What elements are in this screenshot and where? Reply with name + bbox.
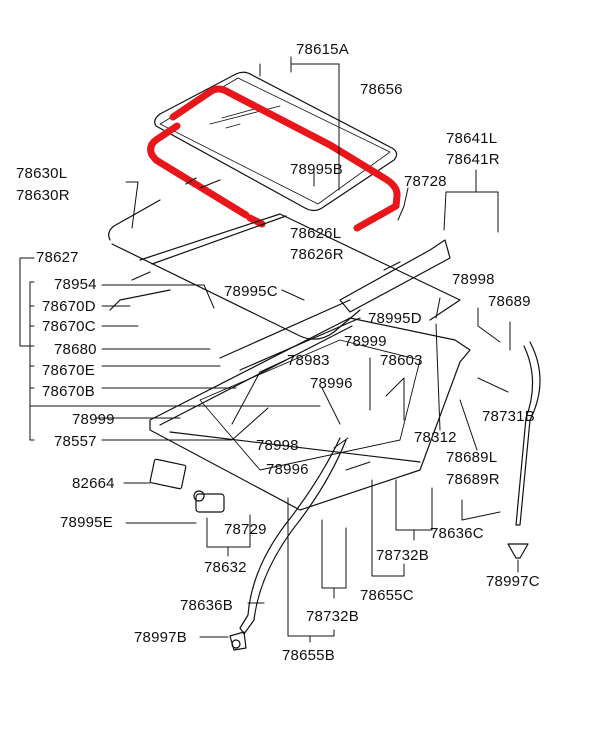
- label-78636B: 78636B: [180, 597, 233, 614]
- label-78999-top: 78999: [344, 333, 387, 350]
- label-78995E: 78995E: [60, 514, 113, 531]
- label-78996-mid: 78996: [266, 461, 309, 478]
- sunroof-motor: [149, 458, 225, 513]
- label-78670E: 78670E: [42, 362, 95, 379]
- label-78670C: 78670C: [42, 318, 96, 335]
- leader-lines: [19, 56, 519, 643]
- label-78632: 78632: [204, 559, 247, 576]
- label-78312: 78312: [414, 429, 457, 446]
- label-78615A: 78615A: [296, 41, 349, 58]
- drain-hose-rear: [515, 341, 541, 526]
- label-78626L: 78626L: [290, 225, 342, 242]
- label-78983: 78983: [287, 352, 330, 369]
- label-78627: 78627: [36, 249, 79, 266]
- label-78655C: 78655C: [360, 587, 414, 604]
- label-78954: 78954: [54, 276, 97, 293]
- grommet-front: [229, 631, 247, 651]
- label-78731B: 78731B: [482, 408, 535, 425]
- label-78670D: 78670D: [42, 298, 96, 315]
- label-78689R: 78689R: [446, 471, 500, 488]
- label-78997C: 78997C: [486, 573, 540, 590]
- label-78732B-right: 78732B: [376, 547, 429, 564]
- label-78680: 78680: [54, 341, 97, 358]
- label-78998-mid: 78998: [256, 437, 299, 454]
- label-78998-top: 78998: [452, 271, 495, 288]
- label-78626R: 78626R: [290, 246, 344, 263]
- label-78655B: 78655B: [282, 647, 335, 664]
- weatherstrip-seal: [147, 85, 401, 232]
- label-78729: 78729: [224, 521, 267, 538]
- sunshade-panel: [108, 177, 361, 340]
- label-78603: 78603: [380, 352, 423, 369]
- label-78689L: 78689L: [446, 449, 498, 466]
- label-78995B: 78995B: [290, 161, 343, 178]
- label-78630R: 78630R: [16, 187, 70, 204]
- side-rail: [339, 239, 451, 313]
- label-78557: 78557: [54, 433, 97, 450]
- label-78995D: 78995D: [368, 310, 422, 327]
- label-78630L: 78630L: [16, 165, 68, 182]
- label-78689: 78689: [488, 293, 531, 310]
- label-78996-top: 78996: [310, 375, 353, 392]
- label-78732B-left: 78732B: [306, 608, 359, 625]
- label-78641R: 78641R: [446, 151, 500, 168]
- label-78656: 78656: [360, 81, 403, 98]
- label-78670B: 78670B: [42, 383, 95, 400]
- label-78641L: 78641L: [446, 130, 498, 147]
- label-78728: 78728: [404, 173, 447, 190]
- label-78997B: 78997B: [134, 629, 187, 646]
- label-78995C: 78995C: [224, 283, 278, 300]
- label-78636C: 78636C: [430, 525, 484, 542]
- label-82664: 82664: [72, 475, 115, 492]
- label-78999-left: 78999: [72, 411, 115, 428]
- grommet-rear: [507, 543, 529, 559]
- sunroof-frame: [109, 213, 471, 511]
- drain-hose-front: [239, 437, 347, 635]
